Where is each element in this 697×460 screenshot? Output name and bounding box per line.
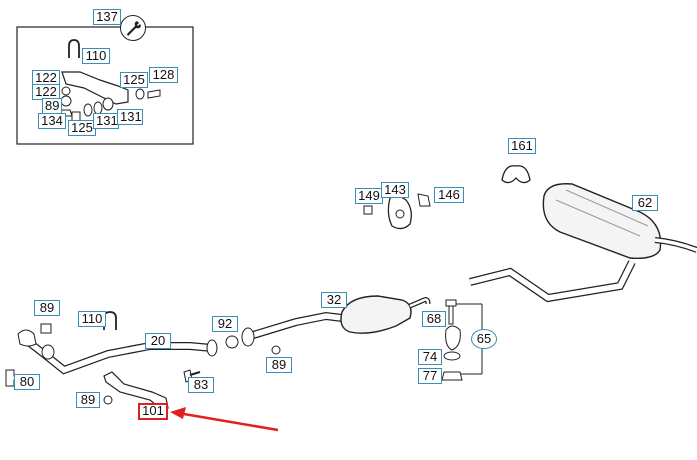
callout-74[interactable]: 74 <box>418 349 442 365</box>
inset-bracket <box>61 71 129 105</box>
callout-80[interactable]: 80 <box>14 374 40 390</box>
callout-92[interactable]: 92 <box>212 316 238 332</box>
callout-149[interactable]: 149 <box>355 188 383 204</box>
callout-110[interactable]: 110 <box>78 311 106 327</box>
callout-125-a[interactable]: 125 <box>120 72 148 88</box>
bracket-101 <box>103 371 169 409</box>
callout-kit-137[interactable]: 137 <box>93 9 121 25</box>
wrench-icon <box>120 15 146 41</box>
callout-125-b[interactable]: 125 <box>68 120 96 136</box>
callout-89-mid[interactable]: 89 <box>266 357 292 373</box>
callout-77[interactable]: 77 <box>418 368 442 384</box>
inset-frame <box>16 26 194 145</box>
highlight-arrow <box>177 411 279 432</box>
callout-20[interactable]: 20 <box>145 333 171 349</box>
callout-128[interactable]: 128 <box>149 67 178 83</box>
callout-161[interactable]: 161 <box>508 138 536 154</box>
callout-32[interactable]: 32 <box>321 292 347 308</box>
rear-muffler <box>542 183 662 260</box>
callout-65[interactable]: 65 <box>471 329 497 349</box>
callout-122-a[interactable]: 122 <box>32 70 60 86</box>
callout-131-a[interactable]: 131 <box>93 113 119 129</box>
callout-89-inset[interactable]: 89 <box>42 98 62 114</box>
callout-143[interactable]: 143 <box>381 182 409 198</box>
callout-110-inset[interactable]: 110 <box>82 48 110 64</box>
callout-83[interactable]: 83 <box>188 377 214 393</box>
inset-u-bolt <box>68 39 80 58</box>
callout-131-b[interactable]: 131 <box>117 109 143 125</box>
callout-146[interactable]: 146 <box>434 187 464 203</box>
center-muffler <box>340 295 412 334</box>
callout-89-left[interactable]: 89 <box>34 300 60 316</box>
callout-101-highlighted[interactable]: 101 <box>138 403 168 420</box>
callout-134[interactable]: 134 <box>38 113 66 129</box>
callout-68[interactable]: 68 <box>422 311 446 327</box>
callout-89-bottom[interactable]: 89 <box>76 392 100 408</box>
callout-62[interactable]: 62 <box>632 195 658 211</box>
